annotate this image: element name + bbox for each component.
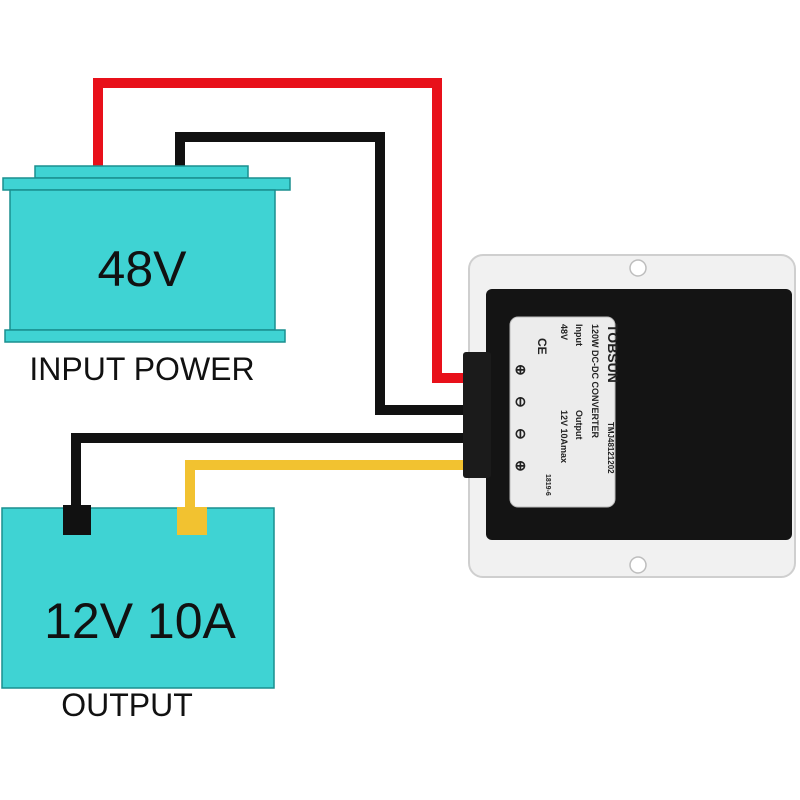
- wire-entry-block: [463, 352, 491, 478]
- input-battery-cap: [34, 165, 249, 179]
- input-spec-value: 48V: [559, 324, 569, 340]
- mounting-hole-bottom: [629, 556, 647, 574]
- output-negative-terminal: [63, 505, 91, 535]
- output-caption: OUTPUT: [61, 687, 193, 723]
- output-spec-value: 12V 10Amax: [559, 410, 569, 463]
- label-plate: [509, 316, 616, 508]
- input-voltage-label: 48V: [98, 241, 188, 297]
- dc-dc-converter: TOBSUN TMJ48121202 120W DC-DC CONVERTER …: [463, 254, 796, 578]
- model-label: TMJ48121202: [606, 422, 615, 474]
- wires: [71, 78, 466, 512]
- input-battery-bottom-rim: [4, 329, 286, 343]
- output-negative-wire: [71, 433, 466, 510]
- output-positive-terminal: [177, 507, 207, 535]
- input-battery: 48V: [2, 165, 291, 343]
- output-battery-body: [1, 507, 275, 689]
- plus-icon: ⊕: [513, 364, 529, 376]
- brand-label: TOBSUN: [605, 324, 621, 383]
- input-battery-top-rim: [2, 177, 291, 191]
- minus-icon: ⊖: [513, 396, 529, 408]
- input-negative-wire: [175, 132, 466, 415]
- input-spec-label: Input: [574, 324, 584, 346]
- label-plate-text: TOBSUN TMJ48121202 120W DC-DC CONVERTER …: [513, 324, 621, 496]
- ce-mark: CE: [535, 338, 549, 355]
- input-battery-body: [9, 189, 276, 331]
- input-positive-wire: [93, 78, 466, 383]
- minus-icon: ⊖: [513, 428, 529, 440]
- output-battery: 12V 10A: [1, 505, 275, 689]
- plus-icon: ⊕: [513, 460, 529, 472]
- mounting-hole-top: [629, 259, 647, 277]
- date-code-label: 1819-6: [544, 474, 551, 496]
- output-spec-label: Output: [574, 410, 584, 440]
- input-power-caption: INPUT POWER: [29, 351, 254, 387]
- output-rating-label: 12V 10A: [44, 593, 236, 649]
- output-positive-wire: [185, 460, 466, 512]
- description-label: 120W DC-DC CONVERTER: [590, 324, 600, 439]
